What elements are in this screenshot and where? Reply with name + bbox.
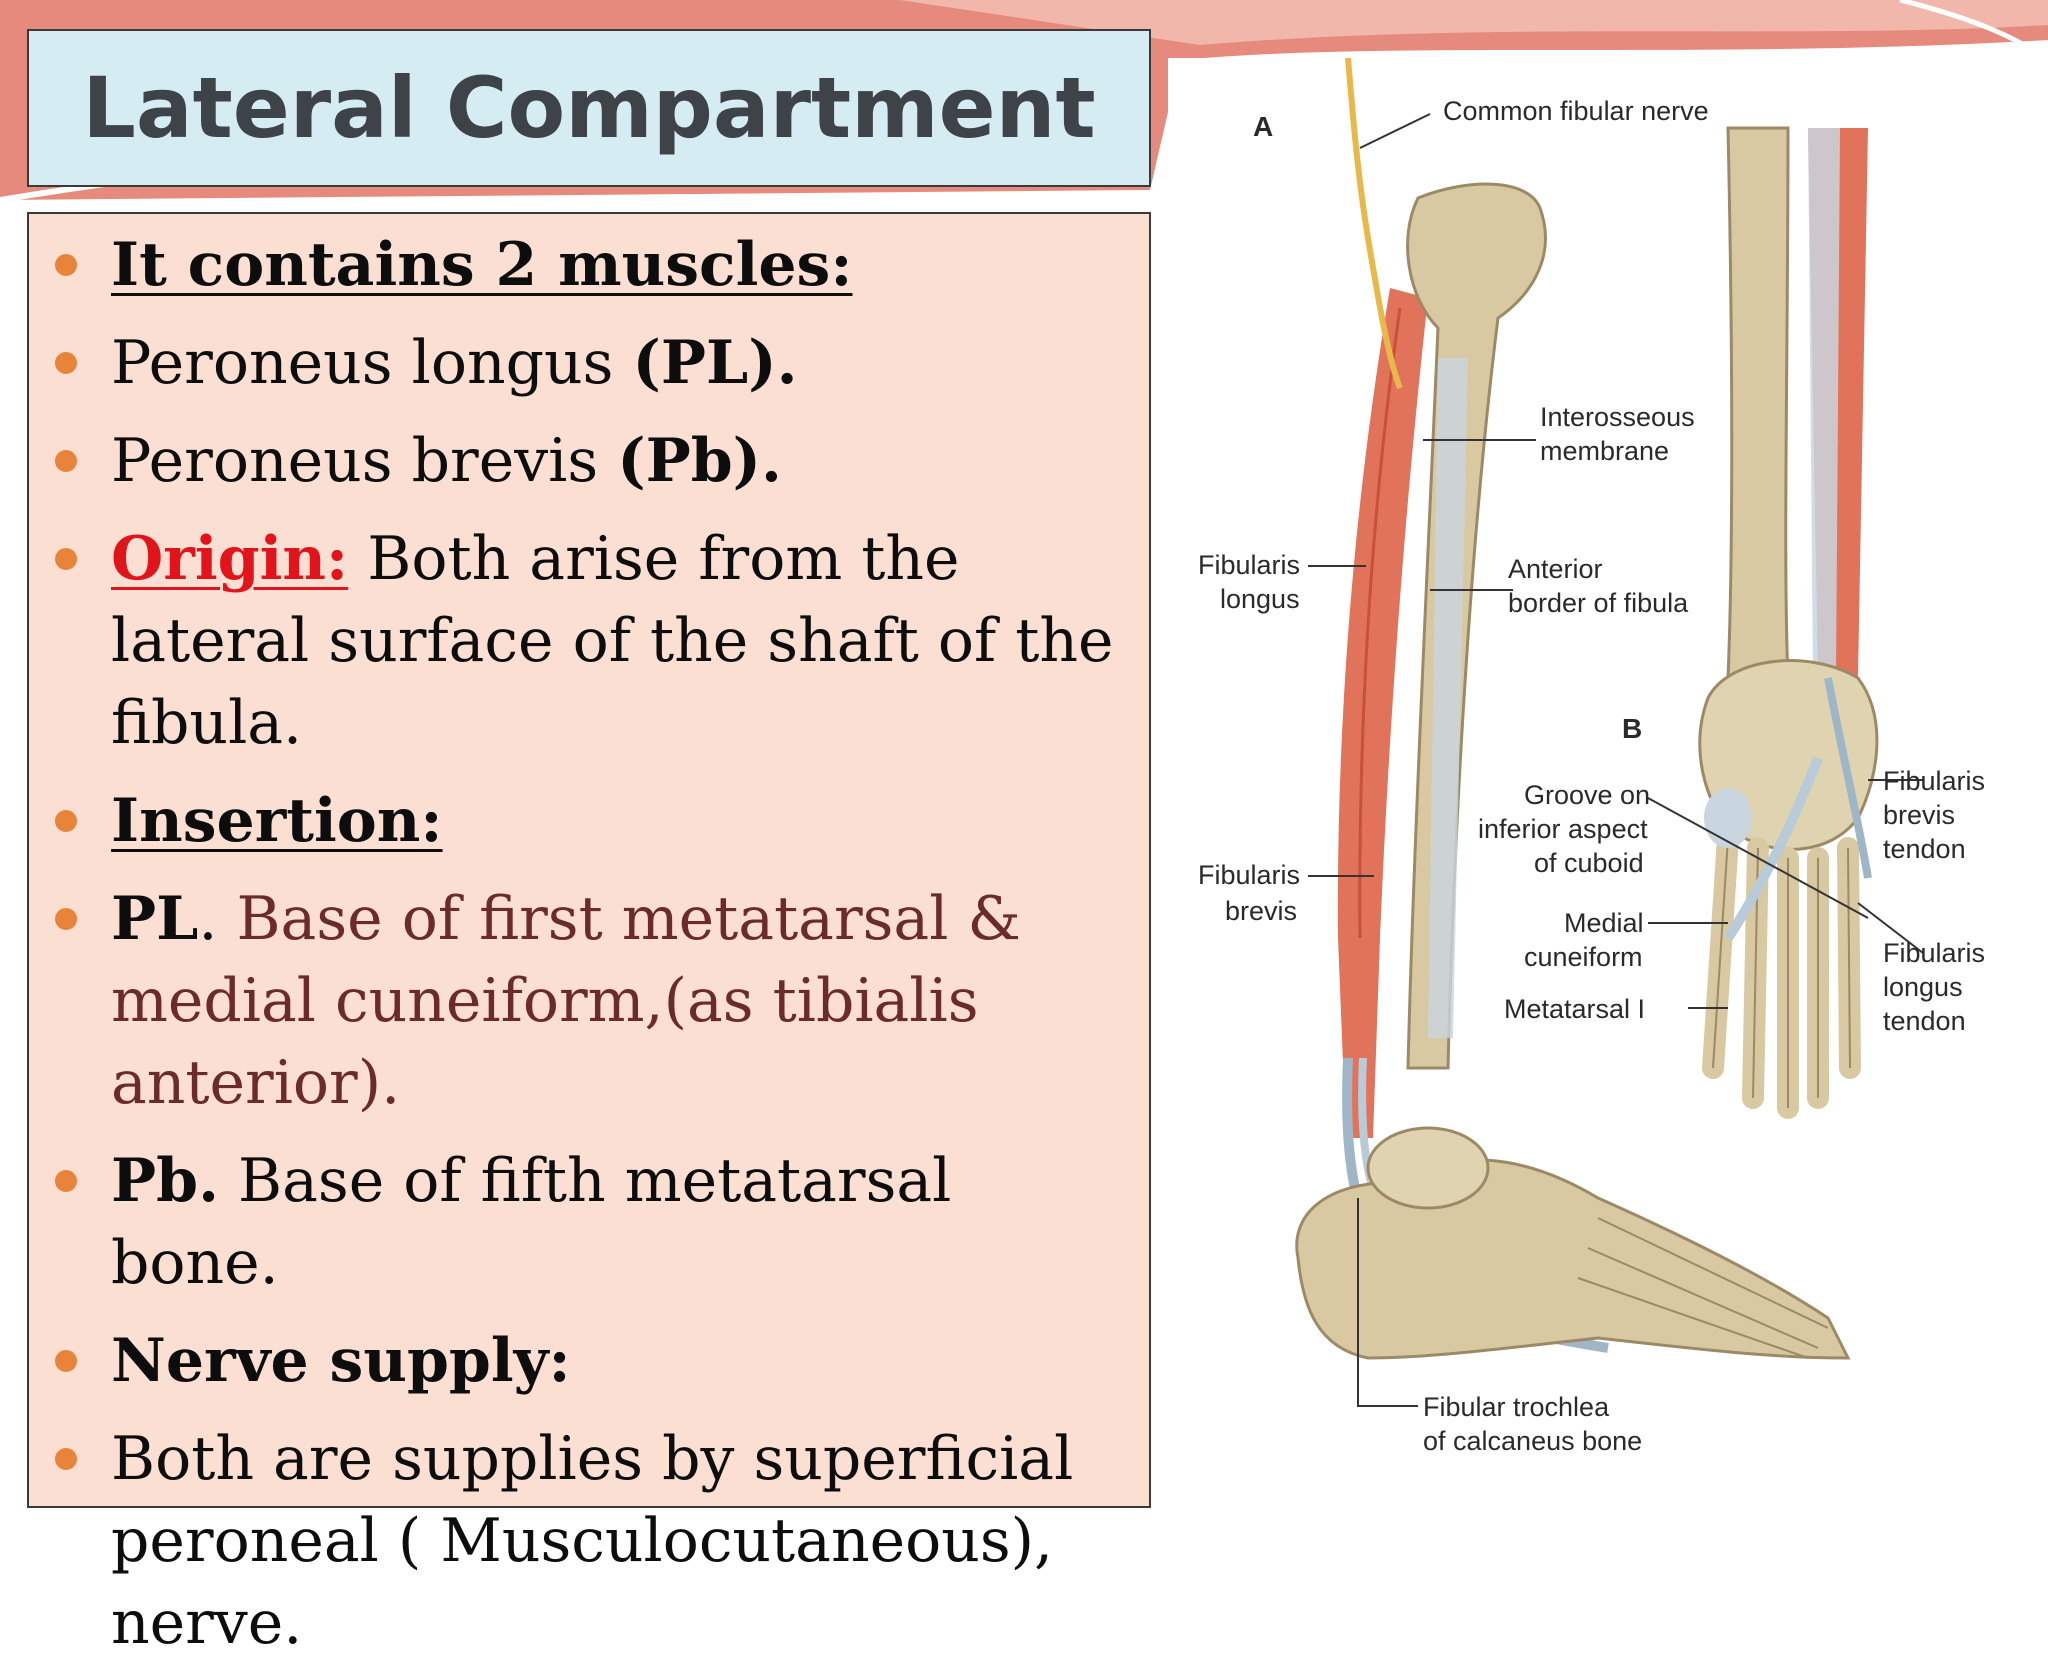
list-item: Nerve supply:: [29, 1320, 1149, 1402]
pb-label: Pb.: [111, 1146, 219, 1216]
bullet-dot-icon: [55, 1448, 77, 1470]
panel-a-label: A: [1253, 111, 1273, 142]
pl-sep: .: [198, 884, 237, 954]
label-groove-2: inferior aspect: [1478, 814, 1648, 844]
leg-posterior-illustration: [1698, 126, 1879, 1119]
muscle-abbr: (Pb).: [617, 426, 782, 496]
label-medial-cuneiform-1: Medial: [1564, 908, 1644, 938]
pl-label: PL: [111, 884, 199, 954]
label-medial-cuneiform-2: cuneiform: [1524, 942, 1643, 972]
pb-insertion-text: Base of fifth metatarsal bone.: [111, 1146, 952, 1298]
list-item: It contains 2 muscles:: [29, 224, 1149, 306]
bullet-dot-icon: [55, 548, 77, 570]
bullet-list: It contains 2 muscles: Peroneus longus (…: [29, 224, 1149, 1680]
bullet-dot-icon: [55, 254, 77, 276]
origin-text: Both arise from the lateral surface of t…: [111, 524, 1114, 758]
label-fl-tendon-3: tendon: [1883, 1006, 1966, 1036]
leg-lateral-illustration: [1295, 58, 1851, 1360]
bullet-dot-icon: [55, 1350, 77, 1372]
muscle-name: Peroneus longus: [111, 328, 633, 398]
label-fibularis-brevis-2: brevis: [1225, 896, 1297, 926]
list-item: Pb. Base of fifth metatarsal bone.: [29, 1140, 1149, 1304]
label-fibularis-longus-1: Fibularis: [1198, 550, 1300, 580]
anatomy-figure: A B Common fibular nerve Interosseous me…: [1168, 58, 2040, 1478]
label-fl-tendon-1: Fibularis: [1883, 938, 1985, 968]
label-fb-tendon-3: tendon: [1883, 834, 1966, 864]
pl-insertion-text: Base of first metatarsal & medial cuneif…: [111, 884, 1021, 1118]
list-item: Peroneus longus (PL).: [29, 322, 1149, 404]
label-fb-tendon-2: brevis: [1883, 800, 1955, 830]
label-interosseous-2: membrane: [1540, 436, 1669, 466]
list-item: Origin: Both arise from the lateral surf…: [29, 518, 1149, 764]
label-anterior-border-2: border of fibula: [1508, 588, 1689, 618]
label-fibularis-longus-2: longus: [1220, 584, 1300, 614]
origin-label: Origin:: [111, 524, 349, 594]
label-common-fibular-nerve: Common fibular nerve: [1443, 96, 1709, 126]
label-fibularis-brevis-1: Fibularis: [1198, 860, 1300, 890]
list-item: Insertion:: [29, 780, 1149, 862]
label-groove-1: Groove on: [1524, 780, 1650, 810]
nerve-supply-text: Both are supplies by superficial peronea…: [111, 1424, 1074, 1658]
label-trochlea-1: Fibular trochlea: [1423, 1392, 1610, 1422]
title-box: Lateral Compartment: [27, 29, 1151, 187]
label-trochlea-2: of calcaneus bone: [1423, 1426, 1642, 1456]
list-item: Peroneus brevis (Pb).: [29, 420, 1149, 502]
insertion-heading: Insertion:: [111, 786, 443, 856]
label-anterior-border-1: Anterior: [1508, 554, 1603, 584]
page-title: Lateral Compartment: [82, 59, 1096, 157]
list-item: Both are supplies by superficial peronea…: [29, 1418, 1149, 1664]
muscle-abbr: (PL).: [632, 328, 798, 398]
label-fl-tendon-2: longus: [1883, 972, 1963, 1002]
bullet-dot-icon: [55, 1170, 77, 1192]
muscles-heading: It contains 2 muscles:: [111, 230, 853, 300]
bullet-dot-icon: [55, 450, 77, 472]
nerve-supply-heading: Nerve supply:: [111, 1326, 571, 1396]
bullet-dot-icon: [55, 810, 77, 832]
bullet-dot-icon: [55, 352, 77, 374]
label-fb-tendon-1: Fibularis: [1883, 766, 1985, 796]
label-interosseous-1: Interosseous: [1540, 402, 1695, 432]
content-box: It contains 2 muscles: Peroneus longus (…: [27, 212, 1151, 1658]
list-item: PL. Base of first metatarsal & medial cu…: [29, 878, 1149, 1124]
panel-b-label: B: [1622, 713, 1642, 744]
label-metatarsal: Metatarsal I: [1504, 994, 1645, 1024]
label-groove-3: of cuboid: [1534, 848, 1644, 878]
muscle-name: Peroneus brevis: [111, 426, 618, 496]
bullet-dot-icon: [55, 908, 77, 930]
